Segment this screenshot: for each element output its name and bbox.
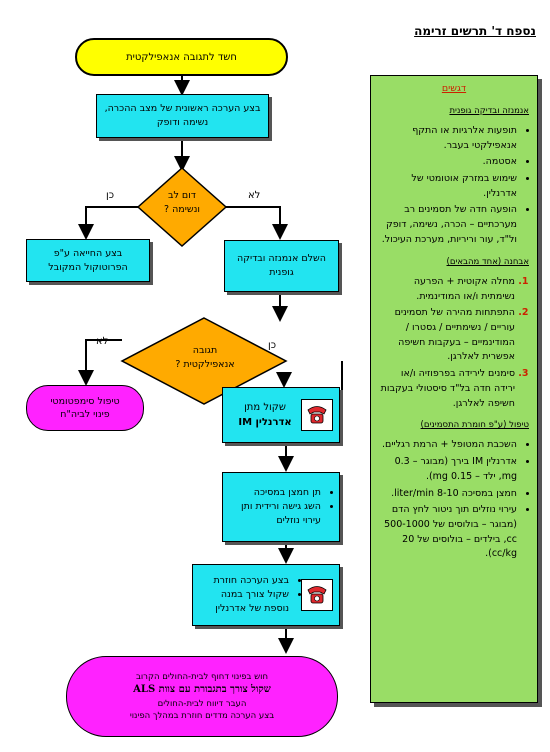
symptomatic-treatment-node: טיפול סימפטומטי פינוי לביה"ח	[26, 385, 144, 431]
diagnosis-item: מחלה אקוטית + הפרעה נשימתית ו/או המודינמ…	[379, 275, 515, 304]
oxygen-iv-item-2-text: השג גישה ורידית ותן	[241, 500, 321, 512]
initial-assessment-box: בצע הערכה ראשונית של מצב ההכרה, נשימה וד…	[96, 94, 269, 138]
reassess-item-2-cont: נוספת של אדרנלין	[215, 603, 289, 615]
adrenaline-line-1: שקול מתן	[244, 402, 286, 413]
decision-arrest-text: דום לב ונשימה ?	[150, 189, 214, 218]
complete-assessment-line-1: השלם אנמנזה ובדיקה	[237, 253, 326, 265]
section-treatment-list: השכבת המטופל + הרמת רגליים. אדרנלין IM ב…	[379, 438, 517, 562]
cpr-line-2: הפרוטוקול המקובל	[48, 261, 128, 273]
diagnosis-item: סימנים לירידה בפרפוזיה ו/או ירידה חדה בל…	[379, 367, 515, 411]
adrenaline-box: שקול מתן אדרנלין IM	[222, 387, 340, 443]
decision-arrest-line-1: דום לב	[168, 190, 196, 201]
initial-assessment-line-2: נשימה ודופק	[156, 117, 209, 128]
symptomatic-line-1: טיפול סימפטומטי	[50, 395, 120, 407]
treatment-item: עירוי נוזלים תוך ניטור לחץ הדם (מבוגר – …	[379, 503, 517, 562]
final-line-4: בצע הערכה מדדים חוזרת במהלך הפינוי	[129, 710, 275, 721]
decision-anaphylaxis-no-label: לא	[96, 336, 109, 347]
phone-icon	[301, 579, 333, 611]
reassess-item-2-text: שקול צורך במנה	[220, 588, 289, 600]
reassess-item-2: שקול צורך במנה נוספת של אדרנלין	[199, 588, 289, 617]
decision-diamond-arrest	[136, 166, 228, 248]
treatment-item: אדרנלין IM בירך (מבוגר – 0.3 mg, ילד – 0…	[379, 455, 517, 484]
reassess-box: בצע הערכה חוזרת שקול צורך במנה נוספת של …	[192, 564, 340, 626]
decision-arrest-no-label: לא	[248, 190, 261, 201]
symptomatic-line-2: פינוי לביה"ח	[60, 409, 110, 420]
history-item: אסטמה.	[379, 155, 517, 170]
final-line-1: חוש בפינוי דחוף לבית-החולים הקרוב	[135, 671, 269, 682]
section-treatment-title: טיפול (ע"פ חומרת התסמינים)	[420, 420, 529, 431]
oxygen-iv-box: תן חמצן במסיכה השג גישה ורידית ותן עירוי…	[222, 472, 340, 542]
notes-sidebar: דגשים אנמנזה ובדיקה גופנית תופעות אלרגיו…	[370, 75, 538, 703]
section-history-title: אנמנזה ובדיקה גופנית	[449, 105, 529, 116]
treatment-item: חמצן במסיכה 8-10 liter/min.	[379, 487, 517, 502]
oxygen-iv-item-1: תן חמצן במסיכה	[229, 486, 321, 500]
treatment-item: השכבת המטופל + הרמת רגליים.	[379, 438, 517, 453]
adrenaline-line-2: אדרנלין IM	[238, 417, 292, 428]
final-line-3: העבר דיווח לבית-החולים	[157, 698, 247, 709]
history-item: תופעות אלרגיות או התקף אנאפילקטי בעבר.	[379, 124, 517, 153]
start-node: חשד לתגובה אנאפילקטית	[75, 38, 288, 76]
decision-arrest-yes-label: כן	[106, 190, 115, 201]
phone-icon	[301, 399, 333, 431]
final-line-2: שקול צורך בתגבורת עם צוות ALS	[133, 684, 271, 696]
cpr-box: בצע החייאה ע"פ הפרוטוקול המקובל	[26, 239, 150, 282]
oxygen-iv-item-2: השג גישה ורידית ותן עירוי נוזלים	[229, 500, 321, 529]
decision-anaphylaxis-line-2: אנאפילקטית ?	[175, 359, 235, 371]
decision-anaphylaxis-line-1: תגובה	[192, 345, 218, 356]
cpr-line-1: בצע החייאה ע"פ	[53, 247, 123, 259]
decision-anaphylaxis-text: תגובה אנאפילקטית ?	[160, 344, 250, 373]
diagnosis-item: התפתחות מהירה של תסמינים עוריים / נשימתי…	[379, 306, 515, 365]
oxygen-iv-item-2-cont: עירוי נוזלים	[276, 515, 321, 527]
section-diagnosis-title: אבחנה (אחד מהבאים)	[446, 256, 529, 267]
decision-anaphylaxis-yes-label: כן	[268, 340, 277, 351]
initial-assessment-line-1: בצע הערכה ראשונית של מצב ההכרה,	[104, 103, 261, 115]
history-item: הופעה חדה של תסמינים רב מערכתיים – הכרה,…	[379, 203, 517, 247]
decision-arrest-line-2: ונשימה ?	[164, 204, 200, 216]
complete-assessment-line-2: גופנית	[269, 267, 294, 278]
history-item: שימוש במזרק אוטומטי של אדרנלין.	[379, 172, 517, 201]
page-title: נספח ד' תרשים זרימה	[414, 24, 536, 38]
final-evacuation-node: חוש בפינוי דחוף לבית-החולים הקרוב שקול צ…	[66, 656, 338, 737]
section-diagnosis-list: מחלה אקוטית + הפרעה נשימתית ו/או המודינמ…	[379, 275, 515, 411]
section-history-list: תופעות אלרגיות או התקף אנאפילקטי בעבר. א…	[379, 124, 517, 248]
decision-diamond-anaphylaxis	[120, 317, 288, 405]
complete-assessment-box: השלם אנמנזה ובדיקה גופנית	[224, 240, 339, 292]
reassess-item-1: בצע הערכה חוזרת	[199, 574, 289, 588]
notes-title: דגשים	[441, 83, 467, 94]
